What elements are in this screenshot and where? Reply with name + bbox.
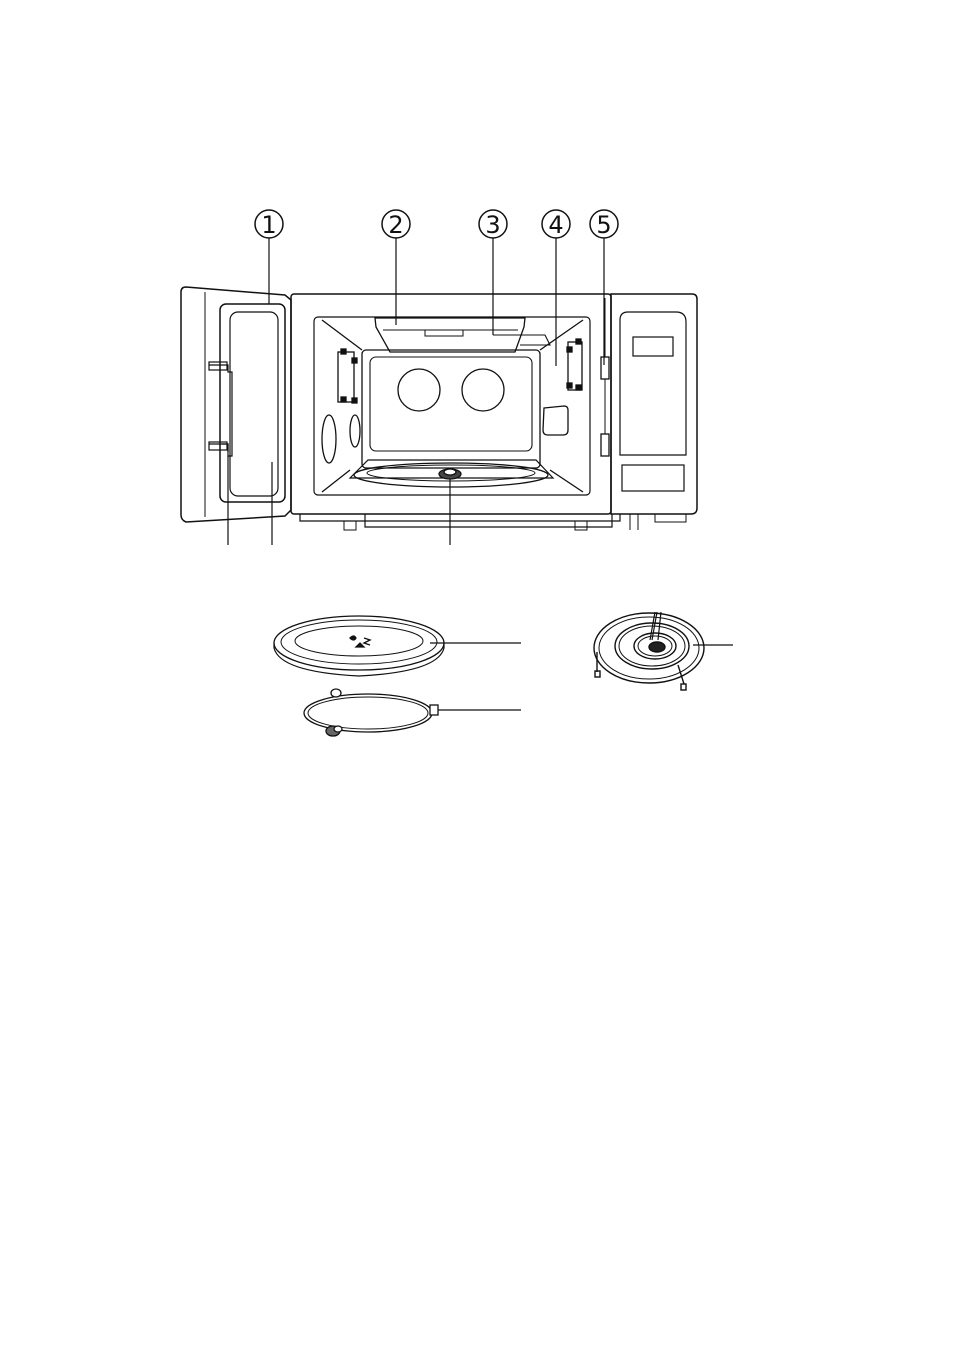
grill-rack [594, 612, 704, 690]
callout-2-number: 2 [388, 211, 403, 239]
roller-ring [304, 689, 438, 736]
callout-4: 4 [542, 210, 570, 366]
back-wall-vent-left [398, 369, 440, 411]
display-window [633, 337, 673, 356]
door-release-button [622, 465, 684, 491]
callout-1: 1 [255, 210, 283, 304]
callout-5-number: 5 [596, 211, 611, 239]
turntable-coupler [439, 469, 461, 479]
safety-interlocks [601, 298, 609, 456]
left-wall-bracket [338, 349, 357, 403]
callout-2: 2 [382, 210, 410, 325]
callout-3: 3 [479, 210, 507, 335]
callout-3-number: 3 [485, 211, 500, 239]
right-wall-bracket [567, 339, 582, 390]
waveguide-cover [543, 406, 568, 435]
left-wall-oval-1 [322, 415, 336, 463]
callout-1-number: 1 [261, 211, 276, 239]
glass-turntable [274, 616, 444, 676]
back-wall-vent-right [462, 369, 504, 411]
left-wall-oval-2 [350, 415, 360, 447]
callout-5: 5 [590, 210, 618, 365]
cavity [322, 298, 609, 492]
door [181, 287, 291, 522]
callout-4-number: 4 [548, 211, 563, 239]
heater-element [493, 335, 550, 345]
microwave-body [291, 294, 697, 530]
